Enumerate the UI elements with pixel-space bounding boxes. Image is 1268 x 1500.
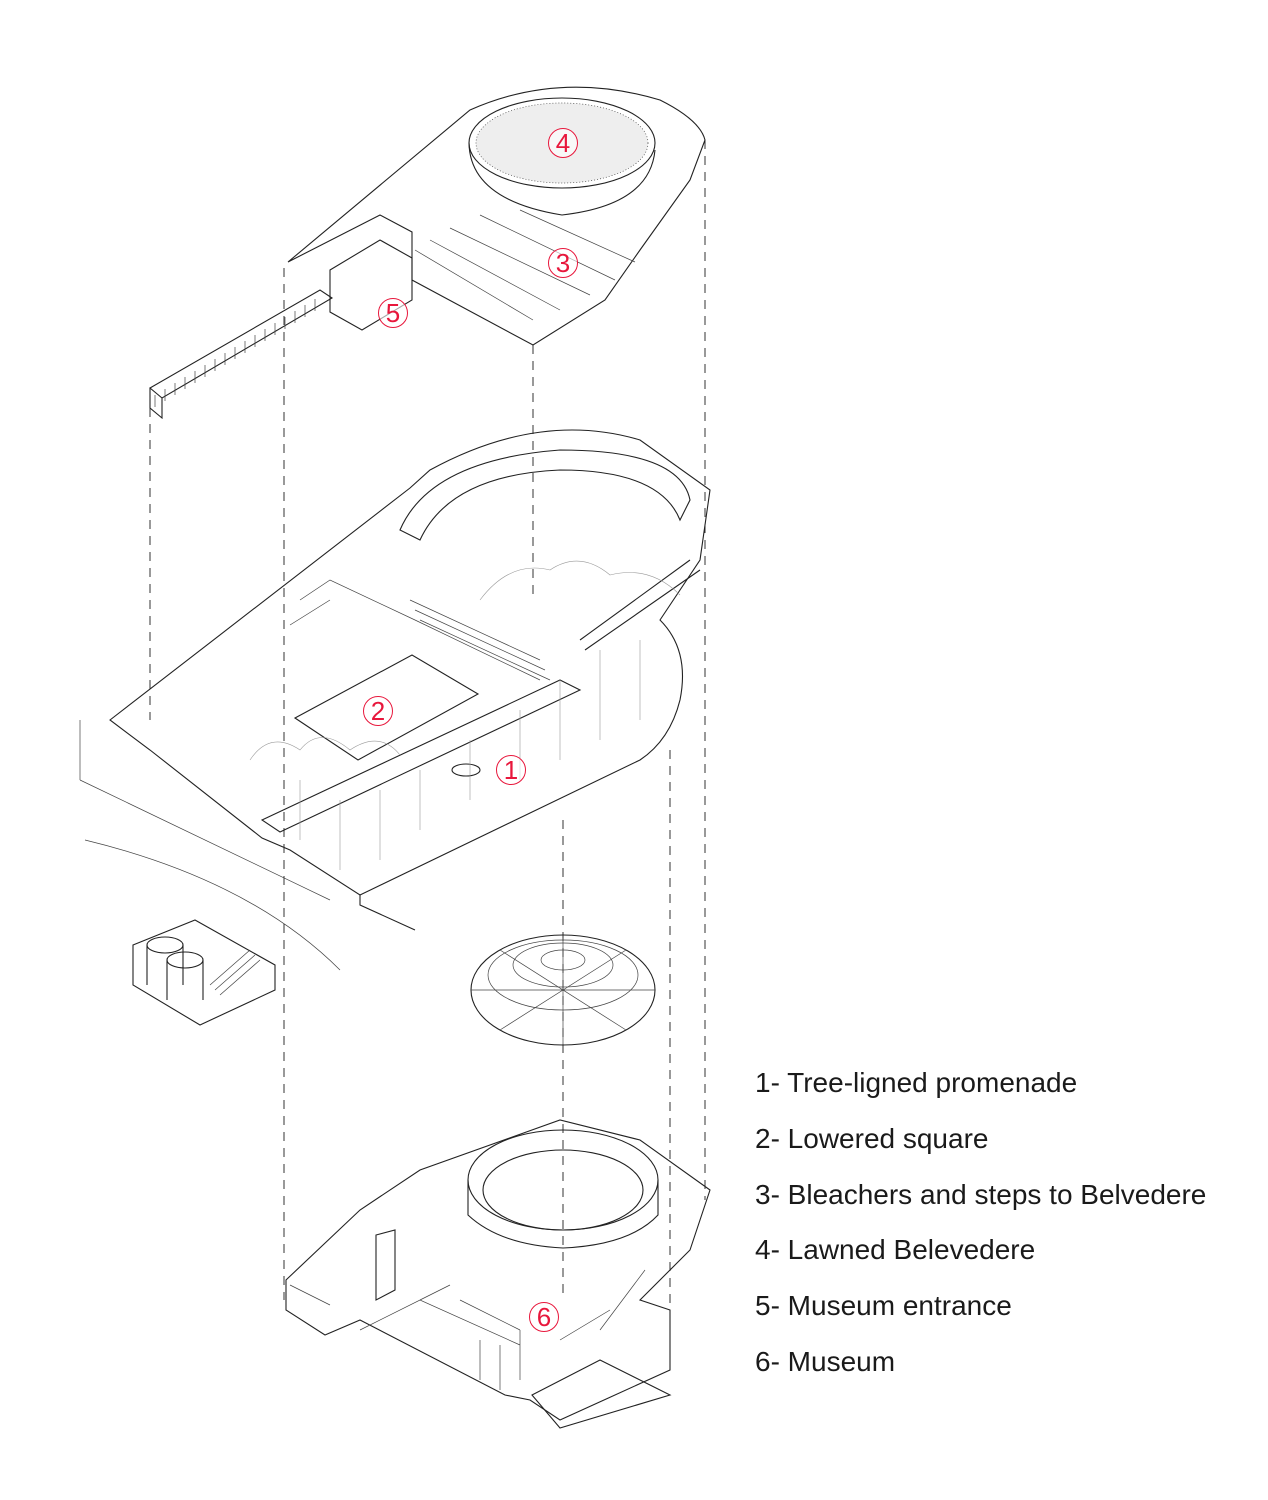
legend-item: 6- Museum [755,1345,896,1377]
legend: 1- Tree-ligned promenade 2- Lowered squa… [755,1064,1206,1399]
silos [132,919,276,1026]
museum-level [285,1119,711,1429]
marker-2: 2 [363,696,393,726]
projection-lines [149,140,706,1350]
legend-item: 4- Lawned Belevedere [755,1234,1036,1266]
marker-4: 4 [548,128,578,158]
belvedere-level [149,86,706,420]
marker-5: 5 [378,298,408,328]
square-level [79,429,711,971]
dome [470,934,656,1046]
marker-3: 3 [548,248,578,278]
legend-item: 2- Lowered square [755,1122,989,1154]
marker-6: 6 [529,1302,559,1332]
legend-item: 1- Tree-ligned promenade [755,1067,1078,1098]
marker-1: 1 [496,755,526,785]
legend-item: 3- Bleachers and steps to Belvedere [755,1178,1207,1210]
legend-item: 5- Museum entrance [755,1290,1012,1322]
